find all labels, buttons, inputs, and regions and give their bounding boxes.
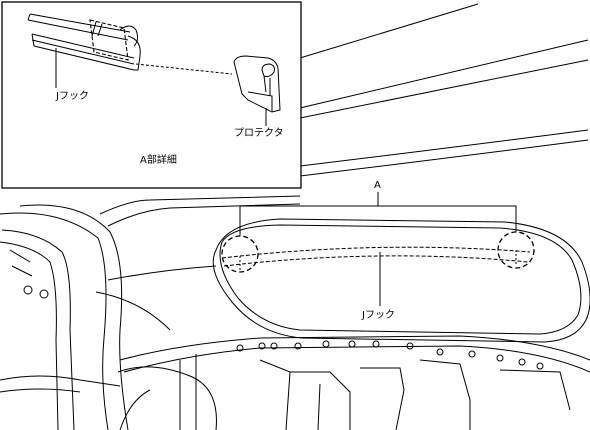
protector-part [233, 55, 281, 126]
main-jhook-label: Jフック [361, 309, 395, 321]
detail-inset: Jフック プロテクタ A部詳細 [1, 1, 302, 189]
inset-protector-label: プロテクタ [234, 127, 284, 139]
inset-title: A部詳細 [140, 153, 177, 166]
label-a-bracket [239, 192, 517, 236]
trunk-lid-holes [236, 340, 544, 370]
vehicle-body [0, 3, 590, 430]
rear-window-outline [212, 218, 590, 343]
roof-lines [299, 3, 589, 177]
detail-circle-left [221, 235, 259, 273]
seat-cover [0, 366, 217, 430]
trunk-lid [119, 335, 590, 430]
inset-jhook-label: Jフック [55, 90, 89, 102]
left-pillar [0, 195, 301, 430]
label-a: A [374, 180, 381, 191]
jhook-rail [27, 13, 233, 88]
jhook-strip [221, 246, 531, 270]
